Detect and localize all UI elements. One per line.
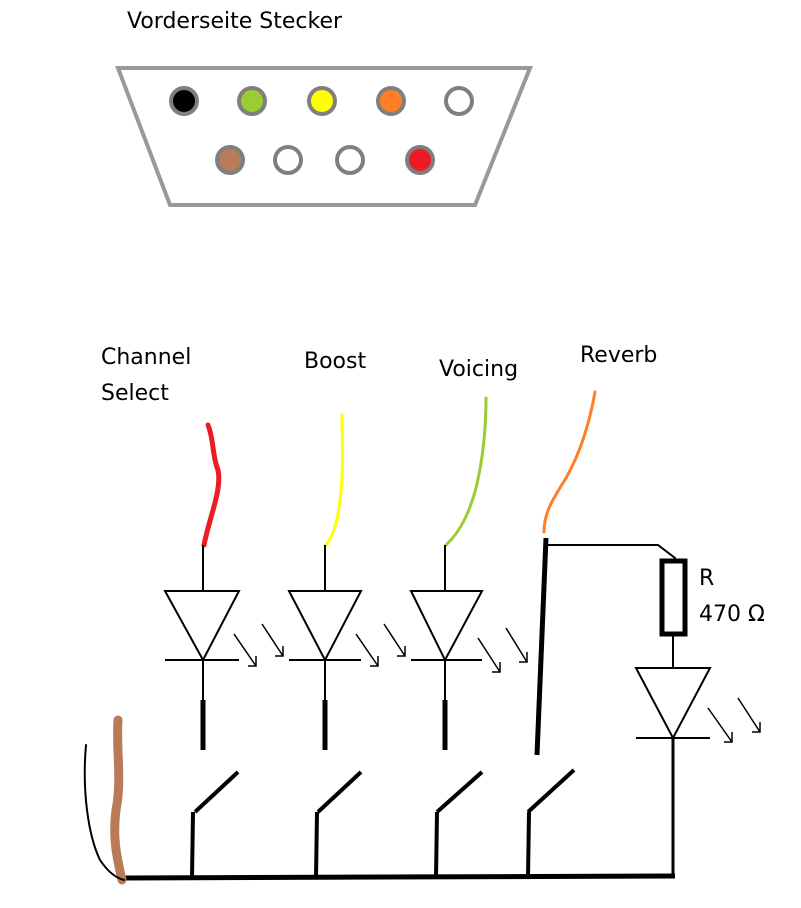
switch-voicing	[434, 770, 484, 879]
switch-boost	[314, 770, 363, 879]
pin-green	[237, 86, 267, 116]
led-channel-select	[163, 545, 241, 750]
wire-black-outline	[83, 744, 125, 881]
pin-empty	[335, 145, 365, 175]
pin-brown	[215, 145, 245, 175]
switch-channel-select	[190, 770, 240, 879]
wire-orange	[542, 390, 597, 534]
pin-black	[169, 86, 199, 116]
led-boost	[287, 545, 363, 750]
wire-brown	[110, 715, 127, 885]
channel-select-label-line2: Select	[101, 381, 169, 406]
pin-yellow	[307, 86, 337, 116]
resistor	[659, 558, 688, 637]
light-arrows-icon	[477, 627, 528, 673]
voicing-label: Voicing	[439, 357, 518, 382]
wire-green	[444, 396, 488, 547]
light-arrows-icon	[355, 623, 406, 667]
wire-red	[201, 422, 222, 548]
connector-top-row	[169, 86, 474, 116]
pin-orange	[376, 86, 406, 116]
connector-title: Vorderseite Stecker	[127, 9, 343, 34]
boost-label: Boost	[304, 349, 366, 374]
pin-empty	[444, 86, 474, 116]
pin-red	[405, 145, 435, 175]
light-arrows-icon	[233, 623, 284, 667]
ground-bus	[117, 873, 676, 881]
led-voicing	[409, 545, 484, 750]
switch-reverb	[526, 768, 576, 879]
wire-yellow	[324, 413, 344, 547]
reverb-label: Reverb	[580, 343, 657, 368]
channel-select-label: Channel	[101, 345, 191, 370]
light-arrows-icon	[707, 697, 761, 743]
connector-bottom-row	[215, 145, 435, 175]
led-reverb	[634, 634, 712, 878]
resistor-value: 470 Ω	[699, 602, 765, 627]
reverb-line	[534, 537, 676, 756]
pin-empty	[273, 145, 303, 175]
resistor-label: R	[699, 566, 714, 591]
